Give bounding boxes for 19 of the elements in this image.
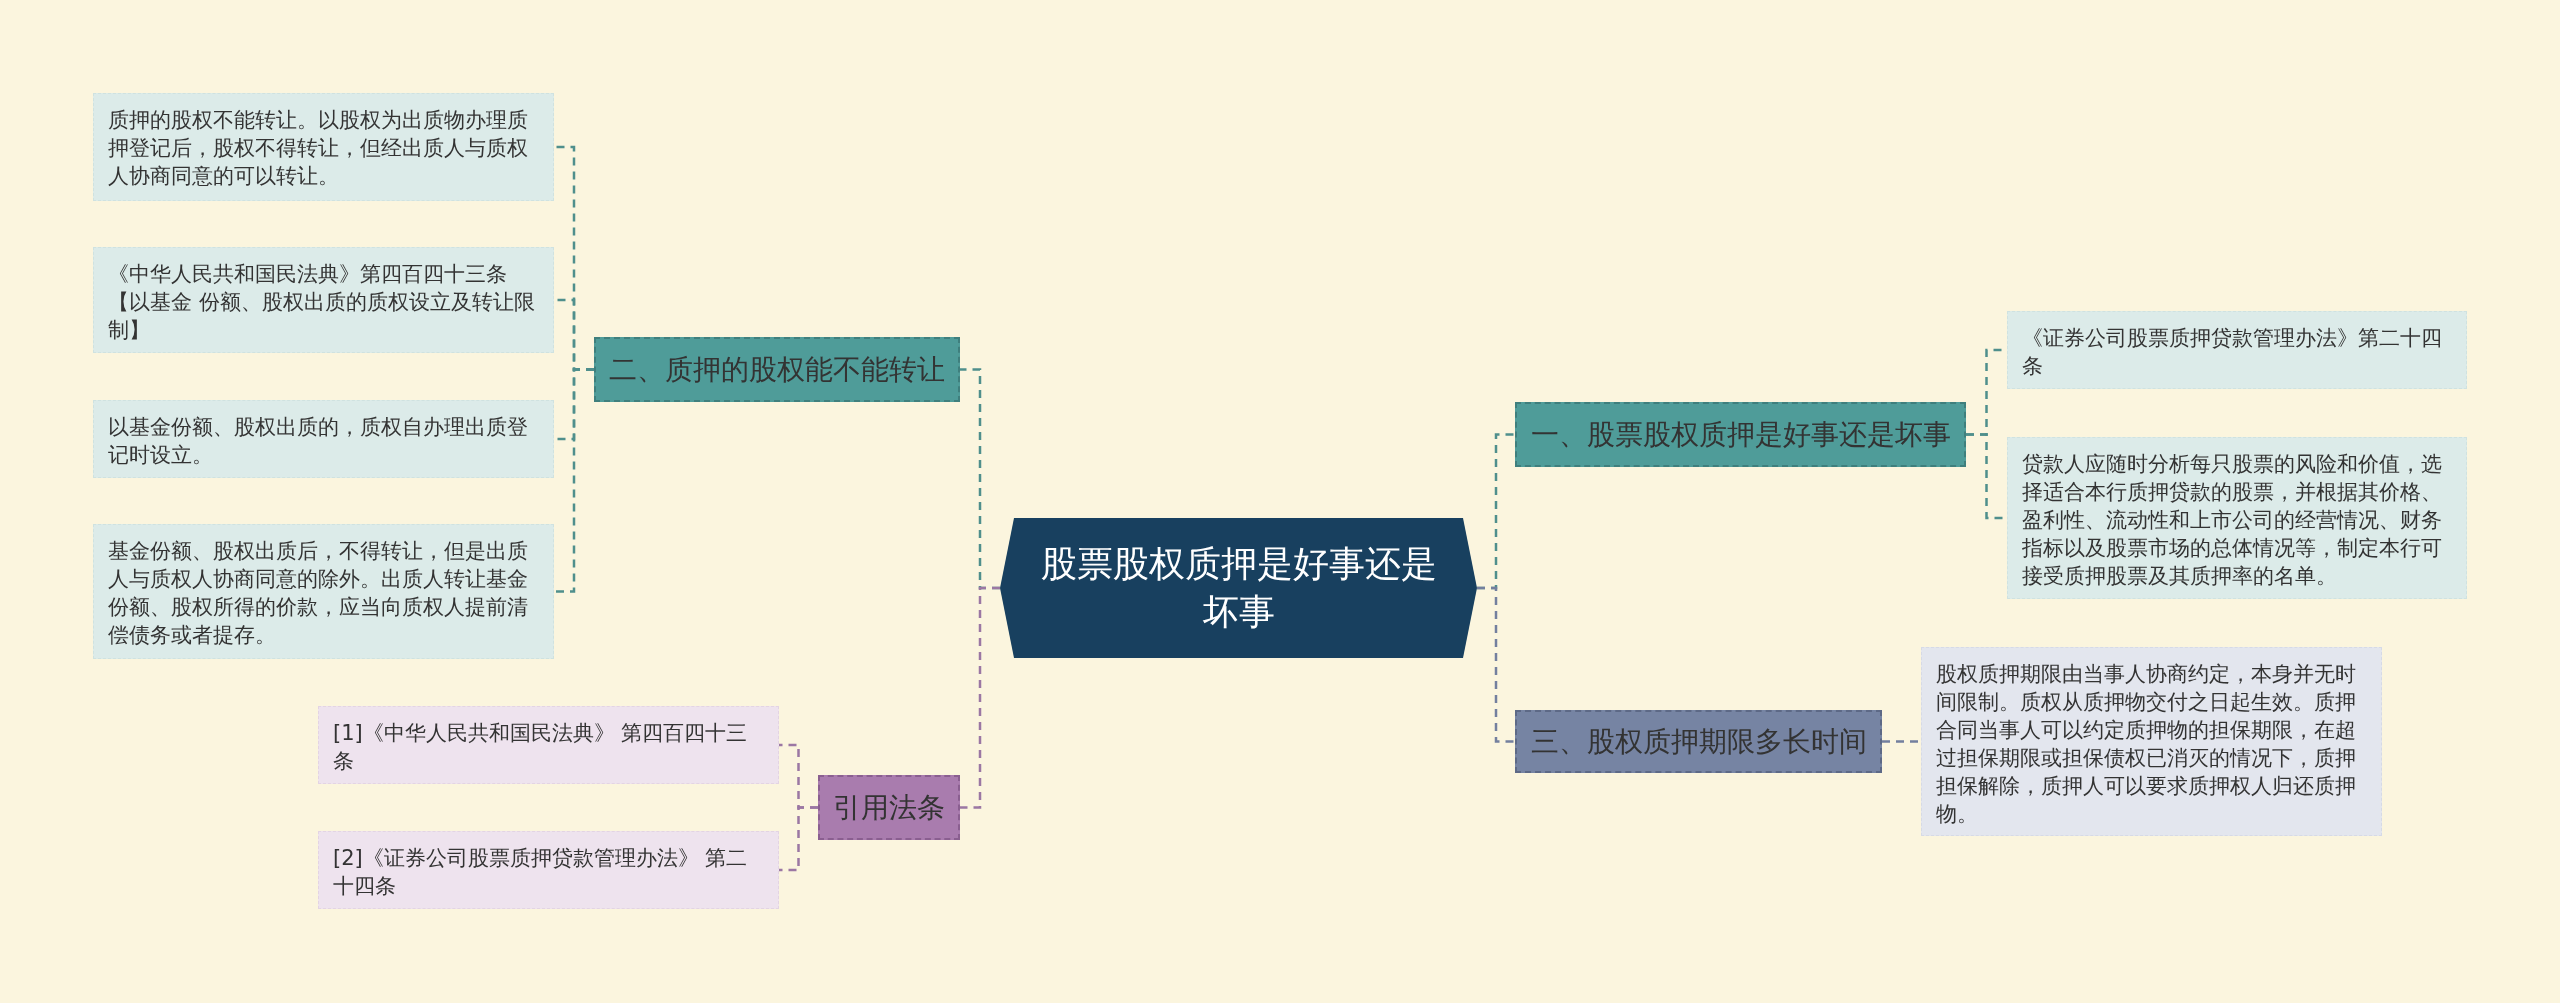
branch-topic: 三、股权质押期限多长时间 bbox=[1515, 710, 1882, 773]
branch-topic: 二、质押的股权能不能转让 bbox=[594, 337, 960, 402]
note-box: 《证券公司股票质押贷款管理办法》第二十四条 bbox=[2007, 311, 2467, 389]
connector-line bbox=[1882, 740, 1921, 743]
note-box: 质押的股权不能转让。以股权为出质物办理质押登记后，股权不得转让，但经出质人与质权人协商同意的可以转让。 bbox=[93, 93, 554, 201]
branch-topic: 引用法条 bbox=[818, 775, 960, 840]
connector-line bbox=[1477, 586, 1515, 743]
note-box: 股权质押期限由当事人协商约定，本身并无时间限制。质权从质押物交付之日起生效。质押合同当事人可以约定质押物的担保期限，在超过担保期限或担保债权已消灭的情况下，质押担保解除，质押人可以要求质押权人归还质押物。 bbox=[1921, 647, 2382, 836]
note-box: 基金份额、股权出质后，不得转让，但是出质人与质权人协商同意的除外。出质人转让基金份额、股权所得的价款，应当向质权人提前清偿债务或者提存。 bbox=[93, 524, 554, 659]
note-box: 《中华人民共和国民法典》第四百四十三条【以基金 份额、股权出质的质权设立及转让限制】 bbox=[93, 247, 554, 353]
note-box: [1]《中华人民共和国民法典》 第四百四十三条 bbox=[318, 706, 779, 784]
central-topic-hexagon: 股票股权质押是好事还是坏事 bbox=[1000, 518, 1477, 658]
connector-line bbox=[554, 368, 594, 593]
note-box: [2]《证券公司股票质押贷款管理办法》 第二十四条 bbox=[318, 831, 779, 909]
note-box: 以基金份额、股权出质的，质权自办理出质登记时设立。 bbox=[93, 400, 554, 478]
connector-line bbox=[960, 586, 1000, 809]
branch-topic: 一、股票股权质押是好事还是坏事 bbox=[1515, 402, 1966, 467]
connector-line bbox=[779, 806, 818, 872]
note-box: 贷款人应随时分析每只股票的风险和价值，选择适合本行质押贷款的股票，并根据其价格、盈利性、流动性和上市公司的经营情况、财务指标以及股票市场的总体情况等，制定本行可接受质押股票及其质押率的名单。 bbox=[2007, 437, 2467, 599]
